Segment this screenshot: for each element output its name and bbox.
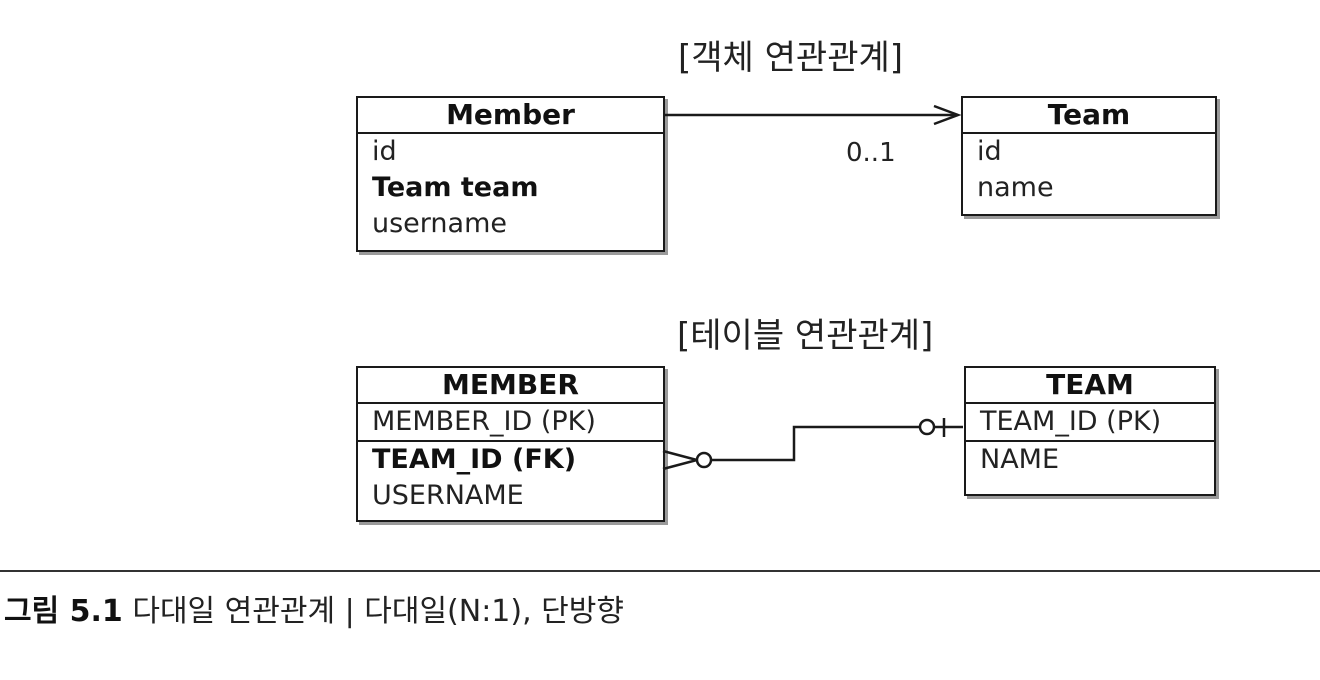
member-table-box: MEMBER MEMBER_ID (PK) TEAM_ID (FK) USERN… <box>356 366 665 522</box>
association-arrow <box>663 104 962 126</box>
member-field-username: username <box>372 208 507 239</box>
team-field-name: name <box>977 172 1054 203</box>
member-field-id: id <box>372 136 397 167</box>
object-relation-title: [객체 연관관계] <box>678 38 904 78</box>
team-field-id: id <box>977 136 1002 167</box>
member-column-member-id: MEMBER_ID (PK) <box>358 404 663 442</box>
caption-divider <box>0 570 1320 572</box>
team-table-name: TEAM <box>966 368 1214 404</box>
member-class-box: Member id Team team username <box>356 96 665 252</box>
figure-number: 그림 5.1 <box>4 594 123 629</box>
member-column-username: USERNAME <box>372 480 524 511</box>
member-class-name: Member <box>358 98 663 134</box>
team-class-name: Team <box>963 98 1215 134</box>
figure-caption-text: 다대일 연관관계 | 다대일(N:1), 단방향 <box>132 594 624 629</box>
member-field-team: Team team <box>372 172 539 203</box>
team-class-box: Team id name <box>961 96 1217 216</box>
multiplicity-label: 0..1 <box>846 138 896 168</box>
relationship-line <box>662 418 963 471</box>
member-column-team-id: TEAM_ID (FK) <box>372 444 577 475</box>
team-column-name: NAME <box>980 444 1060 475</box>
optional-circle-icon-team <box>918 418 936 436</box>
member-table-name: MEMBER <box>358 368 663 404</box>
crows-foot-many-icon <box>662 449 702 471</box>
team-column-team-id: TEAM_ID (PK) <box>966 404 1214 442</box>
optional-circle-icon <box>695 451 713 469</box>
table-relation-title: [테이블 연관관계] <box>677 316 934 356</box>
team-table-box: TEAM TEAM_ID (PK) NAME <box>964 366 1216 496</box>
figure-caption: 그림 5.1 다대일 연관관계 | 다대일(N:1), 단방향 <box>4 586 624 630</box>
